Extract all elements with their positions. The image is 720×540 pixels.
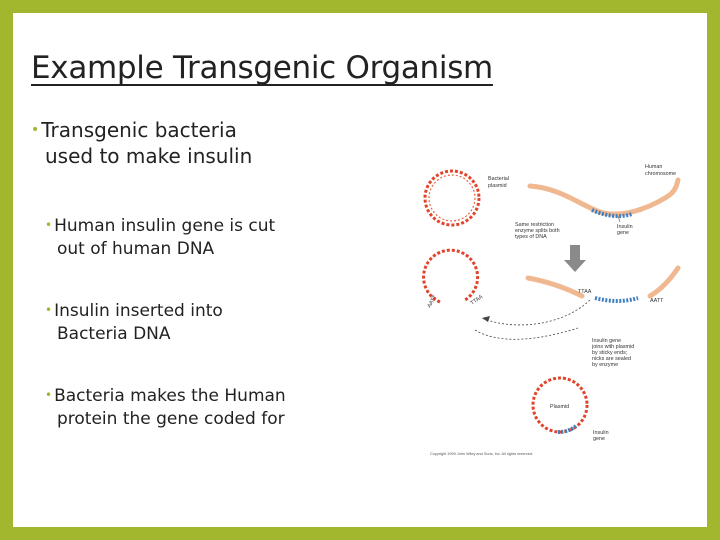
bullet-dot: • xyxy=(45,303,53,317)
copyright-text: Copyright 1999 John Wiley and Sons, Inc.… xyxy=(430,452,533,456)
insulin-gene-segment-top xyxy=(591,208,633,219)
sub-bullet-2-line1: Insulin inserted into xyxy=(54,301,223,321)
label-human-chromosome-2: chromosome xyxy=(645,171,676,177)
label-joins-3: by sticky ends; xyxy=(592,350,628,356)
slide xyxy=(13,13,707,527)
bacterial-plasmid-cut xyxy=(422,248,480,304)
sub-bullet-1: •Human insulin gene is cut out of human … xyxy=(45,214,375,261)
sub-bullet-3-line2: protein the gene coded for xyxy=(57,409,285,429)
label-joins-1: Insulin gene xyxy=(592,338,621,344)
label-insulin-gene-2: gene xyxy=(617,230,629,236)
sub-bullet-1-line1: Human insulin gene is cut xyxy=(54,216,276,236)
transgenic-insulin-diagram: Bacterial plasmid Human chromosome Same … xyxy=(422,164,681,456)
label-bacterial-plasmid-1: Bacterial xyxy=(488,176,509,182)
main-bullet-line1: Transgenic bacteria xyxy=(41,118,237,142)
label-joins-5: by enzyme xyxy=(592,362,618,368)
insulin-gene-pointer xyxy=(617,215,621,223)
sub-bullet-3-line1: Bacteria makes the Human xyxy=(54,386,286,406)
dashed-arrow-to-product xyxy=(474,327,579,340)
slide-title: Example Transgenic Organism xyxy=(31,50,493,86)
label-enzyme-3: types of DNA xyxy=(515,234,547,240)
arrowhead-icon xyxy=(482,316,490,322)
human-chromosome-top xyxy=(527,177,681,217)
sub-bullet-1-line2: out of human DNA xyxy=(57,239,215,259)
label-sticky-left-1: AATT xyxy=(427,294,439,309)
label-enzyme-1: Same restriction xyxy=(515,222,554,228)
main-bullet: •Transgenic bacteria used to make insuli… xyxy=(31,117,351,169)
label-sticky-right: AATT xyxy=(650,298,664,304)
human-chromosome-cut-right xyxy=(647,265,681,299)
label-joins-2: joins with plasmid xyxy=(591,344,634,350)
down-arrow-icon xyxy=(564,245,586,272)
bullet-dot: • xyxy=(45,218,53,232)
label-plasmid: Plasmid xyxy=(550,404,569,410)
sub-bullet-2-line2: Bacteria DNA xyxy=(57,324,171,344)
insulin-gene-fragment xyxy=(594,296,639,303)
sub-bullet-2: •Insulin inserted into Bacteria DNA xyxy=(45,299,375,346)
human-chromosome-cut-left xyxy=(525,275,585,299)
label-enzyme-2: enzyme splits both xyxy=(515,228,560,234)
bacterial-plasmid-top xyxy=(423,169,481,227)
sub-bullet-3: •Bacteria makes the Human protein the ge… xyxy=(45,384,375,431)
label-joins-4: nicks are sealed xyxy=(592,356,631,362)
label-insulin-gene-1: Insulin xyxy=(617,224,633,230)
bullet-dot: • xyxy=(45,388,53,402)
bullet-dot: • xyxy=(31,122,40,138)
label-insulin-gene-bottom-1: Insulin xyxy=(593,430,609,436)
dashed-arrow-to-plasmid xyxy=(481,299,591,326)
label-insulin-gene-bottom-2: gene xyxy=(593,436,605,442)
label-bacterial-plasmid-2: plasmid xyxy=(488,183,507,189)
label-human-chromosome-1: Human xyxy=(645,164,662,170)
recombinant-plasmid xyxy=(531,376,589,434)
label-sticky-mid: TTAA xyxy=(578,289,592,295)
main-bullet-line2: used to make insulin xyxy=(45,144,253,168)
